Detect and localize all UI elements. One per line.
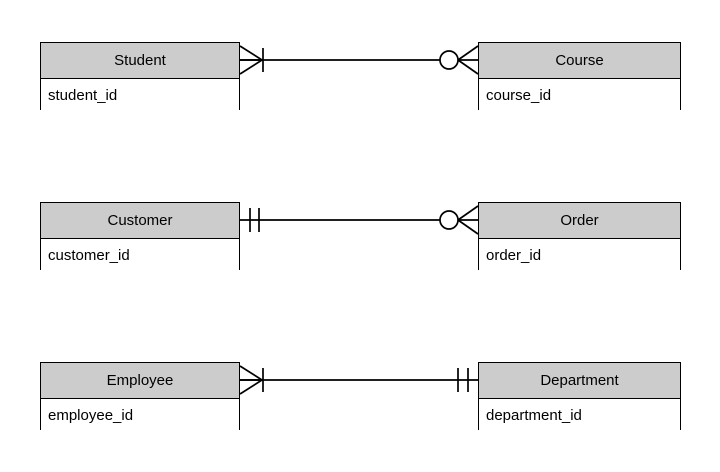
entity-department[interactable]: Department department_id — [478, 362, 681, 431]
zero-or-many-course-side — [439, 45, 479, 75]
entity-student-title: Student — [41, 43, 239, 79]
entity-order[interactable]: Order order_id — [478, 202, 681, 271]
entity-course-attribute: course_id — [479, 79, 680, 111]
entity-customer-title: Customer — [41, 203, 239, 239]
one-and-only-one-department-side — [457, 368, 469, 392]
entity-customer[interactable]: Customer customer_id — [40, 202, 240, 271]
entity-student-attribute: student_id — [41, 79, 239, 111]
optional-circle — [439, 50, 459, 70]
entity-course[interactable]: Course course_id — [478, 42, 681, 111]
connector-employee-department — [239, 365, 478, 395]
entity-course-title: Course — [479, 43, 680, 79]
entity-customer-attribute: customer_id — [41, 239, 239, 271]
entity-employee-attribute: employee_id — [41, 399, 239, 431]
optional-circle — [439, 210, 459, 230]
entity-student[interactable]: Student student_id — [40, 42, 240, 111]
entity-department-attribute: department_id — [479, 399, 680, 431]
entity-department-title: Department — [479, 363, 680, 399]
zero-or-many-order-side — [439, 205, 479, 235]
entity-employee-title: Employee — [41, 363, 239, 399]
connector-student-course — [239, 45, 479, 75]
entity-order-attribute: order_id — [479, 239, 680, 271]
entity-employee[interactable]: Employee employee_id — [40, 362, 240, 431]
crowsfoot-employee-side — [239, 365, 264, 395]
connector-customer-order — [240, 205, 479, 235]
crowsfoot-student-side — [239, 45, 264, 75]
one-and-only-one-customer-side — [249, 208, 260, 232]
entity-order-title: Order — [479, 203, 680, 239]
